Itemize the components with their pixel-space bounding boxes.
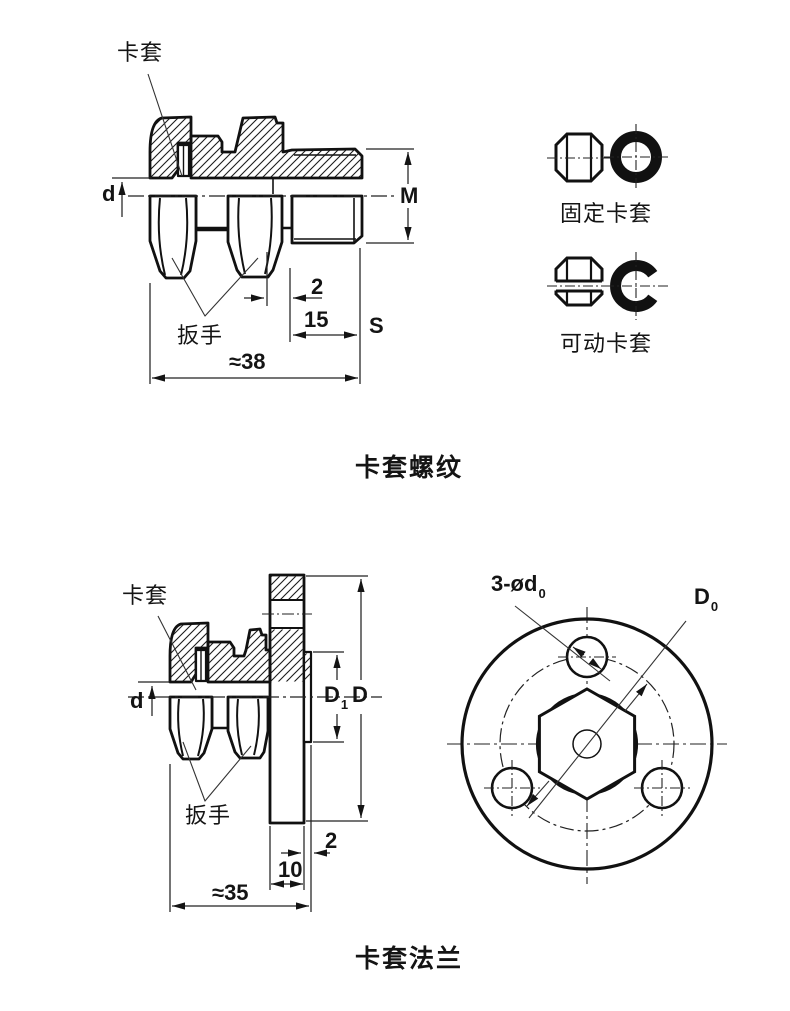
dim-overall-38: ≈38	[229, 349, 266, 374]
dimensions-top	[112, 148, 414, 384]
middle-nut-outline	[226, 194, 284, 279]
dim-flats-s: S	[369, 313, 384, 338]
bolt-circle-sub: 0	[710, 599, 719, 615]
wrench-callout-bottom: 扳手	[185, 803, 232, 828]
dim-groove-2: 2	[311, 274, 324, 299]
movable-ferrule-front-icon	[610, 260, 658, 312]
dim-outer-dia-d: D	[352, 682, 368, 707]
fixed-ferrule-front-icon	[610, 131, 662, 183]
bolt-circle-base: D	[694, 584, 710, 609]
flange-fitting-section-view	[128, 573, 382, 912]
ferrule-callout-bottom: 卡套	[122, 583, 169, 608]
dim-gap-2: 2	[325, 828, 338, 853]
bolt-holes-label: 3-ød0	[491, 571, 546, 602]
leaders-bottom	[157, 615, 252, 802]
dim-thread-m: M	[400, 183, 419, 208]
movable-ferrule-label: 可动卡套	[560, 331, 653, 356]
flange-outer-circle	[460, 617, 714, 871]
wrench-callout-top: 扳手	[177, 323, 224, 348]
body-section-b	[206, 627, 272, 684]
thread-stud-outline	[290, 194, 364, 245]
hex-nut-front	[537, 687, 637, 801]
bolt-circle-label: D0	[694, 584, 719, 615]
flange-plate	[268, 573, 306, 825]
caption-thread-fitting: 卡套螺纹	[355, 454, 464, 482]
dim-inner-dia-d1: D1	[324, 682, 349, 713]
dim-bore-bottom: d	[130, 688, 144, 713]
bolt-holes-sub: 0	[538, 586, 546, 602]
left-nut-outline	[148, 194, 198, 280]
ferrule-callout-top: 卡套	[117, 40, 164, 65]
left-nut-outline-b	[168, 695, 214, 761]
dimensions-bottom	[138, 575, 368, 912]
bolt-hole-section	[270, 599, 304, 629]
d1-base: D	[324, 682, 340, 707]
thread-fitting-section-view	[112, 73, 414, 384]
dim-thread-length-15: 15	[304, 307, 329, 332]
leaders-top	[147, 73, 259, 317]
dim-thickness-10: 10	[278, 857, 303, 882]
bore-circle	[572, 729, 602, 759]
fixed-ferrule-label: 固定卡套	[560, 201, 653, 226]
body-section	[189, 115, 364, 180]
hole-crosshairs	[484, 656, 690, 816]
caption-flange-fitting: 卡套法兰	[355, 945, 464, 973]
dim-bore-top: d	[102, 181, 116, 206]
flange-front-view	[447, 605, 727, 884]
ferrule-type-icons	[547, 124, 668, 320]
dim-overall-35: ≈35	[212, 880, 249, 905]
bolt-holes-base: 3-ød	[491, 571, 538, 596]
flange-view-leaders	[514, 605, 687, 819]
d1-sub: 1	[340, 697, 349, 713]
